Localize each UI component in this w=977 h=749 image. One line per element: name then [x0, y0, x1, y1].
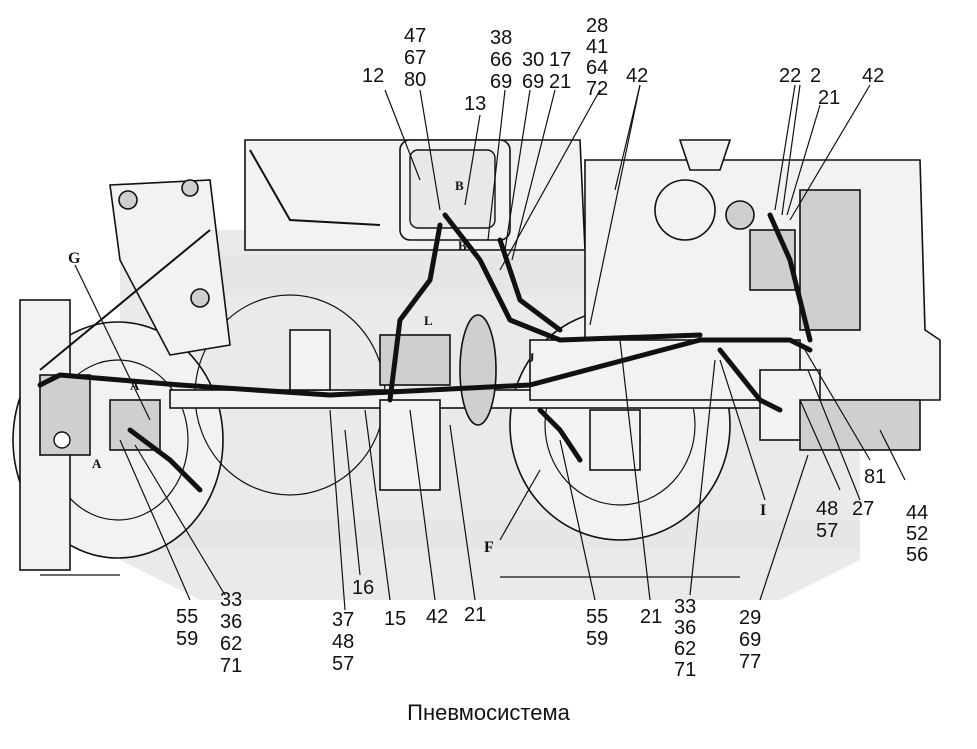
callout-64: 64: [586, 57, 608, 79]
callout-80: 80: [404, 69, 426, 91]
leader-lines: [74, 84, 906, 611]
callout-36a: 36: [220, 611, 242, 633]
cab: [244, 139, 586, 251]
callout-69: 69: [490, 71, 512, 93]
callout-33a: 33: [220, 589, 242, 611]
callout-12: 12: [362, 65, 384, 87]
view-letter-b2: B: [458, 238, 467, 253]
callout-33b: 33: [674, 596, 696, 618]
callout-21a: 21: [549, 71, 571, 93]
callout-16: 16: [352, 577, 374, 599]
callout-37: 37: [332, 609, 354, 631]
callout-15: 15: [384, 608, 406, 630]
callout-56: 56: [906, 544, 928, 566]
view-letter-l: L: [424, 313, 433, 328]
callout-72: 72: [586, 78, 608, 100]
view-letter-a1: A: [130, 378, 140, 393]
callout-47: 47: [404, 25, 426, 47]
view-letters: G F I B B L J A A: [68, 178, 766, 556]
callout-59a: 59: [176, 628, 198, 650]
callout-30: 30: [522, 49, 544, 71]
callout-77: 77: [739, 651, 761, 673]
callout-29: 29: [739, 607, 761, 629]
view-letter-f: F: [484, 539, 494, 556]
view-letter-g: G: [68, 250, 81, 267]
callout-69c: 69: [739, 629, 761, 651]
callout-62a: 62: [220, 633, 242, 655]
callout-48b: 48: [332, 631, 354, 653]
view-letter-i: I: [760, 502, 766, 519]
callout-44: 44: [906, 502, 928, 524]
view-letter-b1: B: [455, 178, 464, 193]
callout-2: 2: [810, 65, 821, 87]
callout-69b: 69: [522, 71, 544, 93]
callout-48a: 48: [816, 498, 838, 520]
air-lines: [37, 212, 813, 493]
ground-lines: [40, 574, 740, 578]
callout-22: 22: [779, 65, 801, 87]
callout-81: 81: [864, 466, 886, 488]
callout-71a: 71: [220, 655, 242, 677]
callout-57b: 57: [332, 653, 354, 675]
callout-62b: 62: [674, 638, 696, 660]
callout-42a: 42: [626, 65, 648, 87]
callout-21b: 21: [818, 87, 840, 109]
figure-caption: Пневмосистема: [407, 700, 570, 725]
callout-41: 41: [586, 36, 608, 58]
callout-52: 52: [906, 523, 928, 545]
callout-36b: 36: [674, 617, 696, 639]
view-letter-a2: A: [92, 456, 102, 471]
callout-57a: 57: [816, 520, 838, 542]
front-frame: [39, 179, 231, 371]
callout-13: 13: [464, 93, 486, 115]
callout-38: 38: [490, 27, 512, 49]
callout-66: 66: [490, 49, 512, 71]
view-letter-j: J: [528, 350, 535, 365]
callout-67: 67: [404, 47, 426, 69]
callout-labels: 47 67 80 38 66 69 30 69 17 21 28 41 64 7…: [176, 15, 928, 681]
callout-21c: 21: [464, 604, 486, 626]
callout-17: 17: [549, 49, 571, 71]
callout-55b: 55: [586, 606, 608, 628]
callout-55a: 55: [176, 606, 198, 628]
callout-42c: 42: [426, 606, 448, 628]
callout-28: 28: [586, 15, 608, 37]
callout-71b: 71: [674, 659, 696, 681]
callout-59b: 59: [586, 628, 608, 650]
callout-21d: 21: [640, 606, 662, 628]
callout-42b: 42: [862, 65, 884, 87]
callout-27: 27: [852, 498, 874, 520]
